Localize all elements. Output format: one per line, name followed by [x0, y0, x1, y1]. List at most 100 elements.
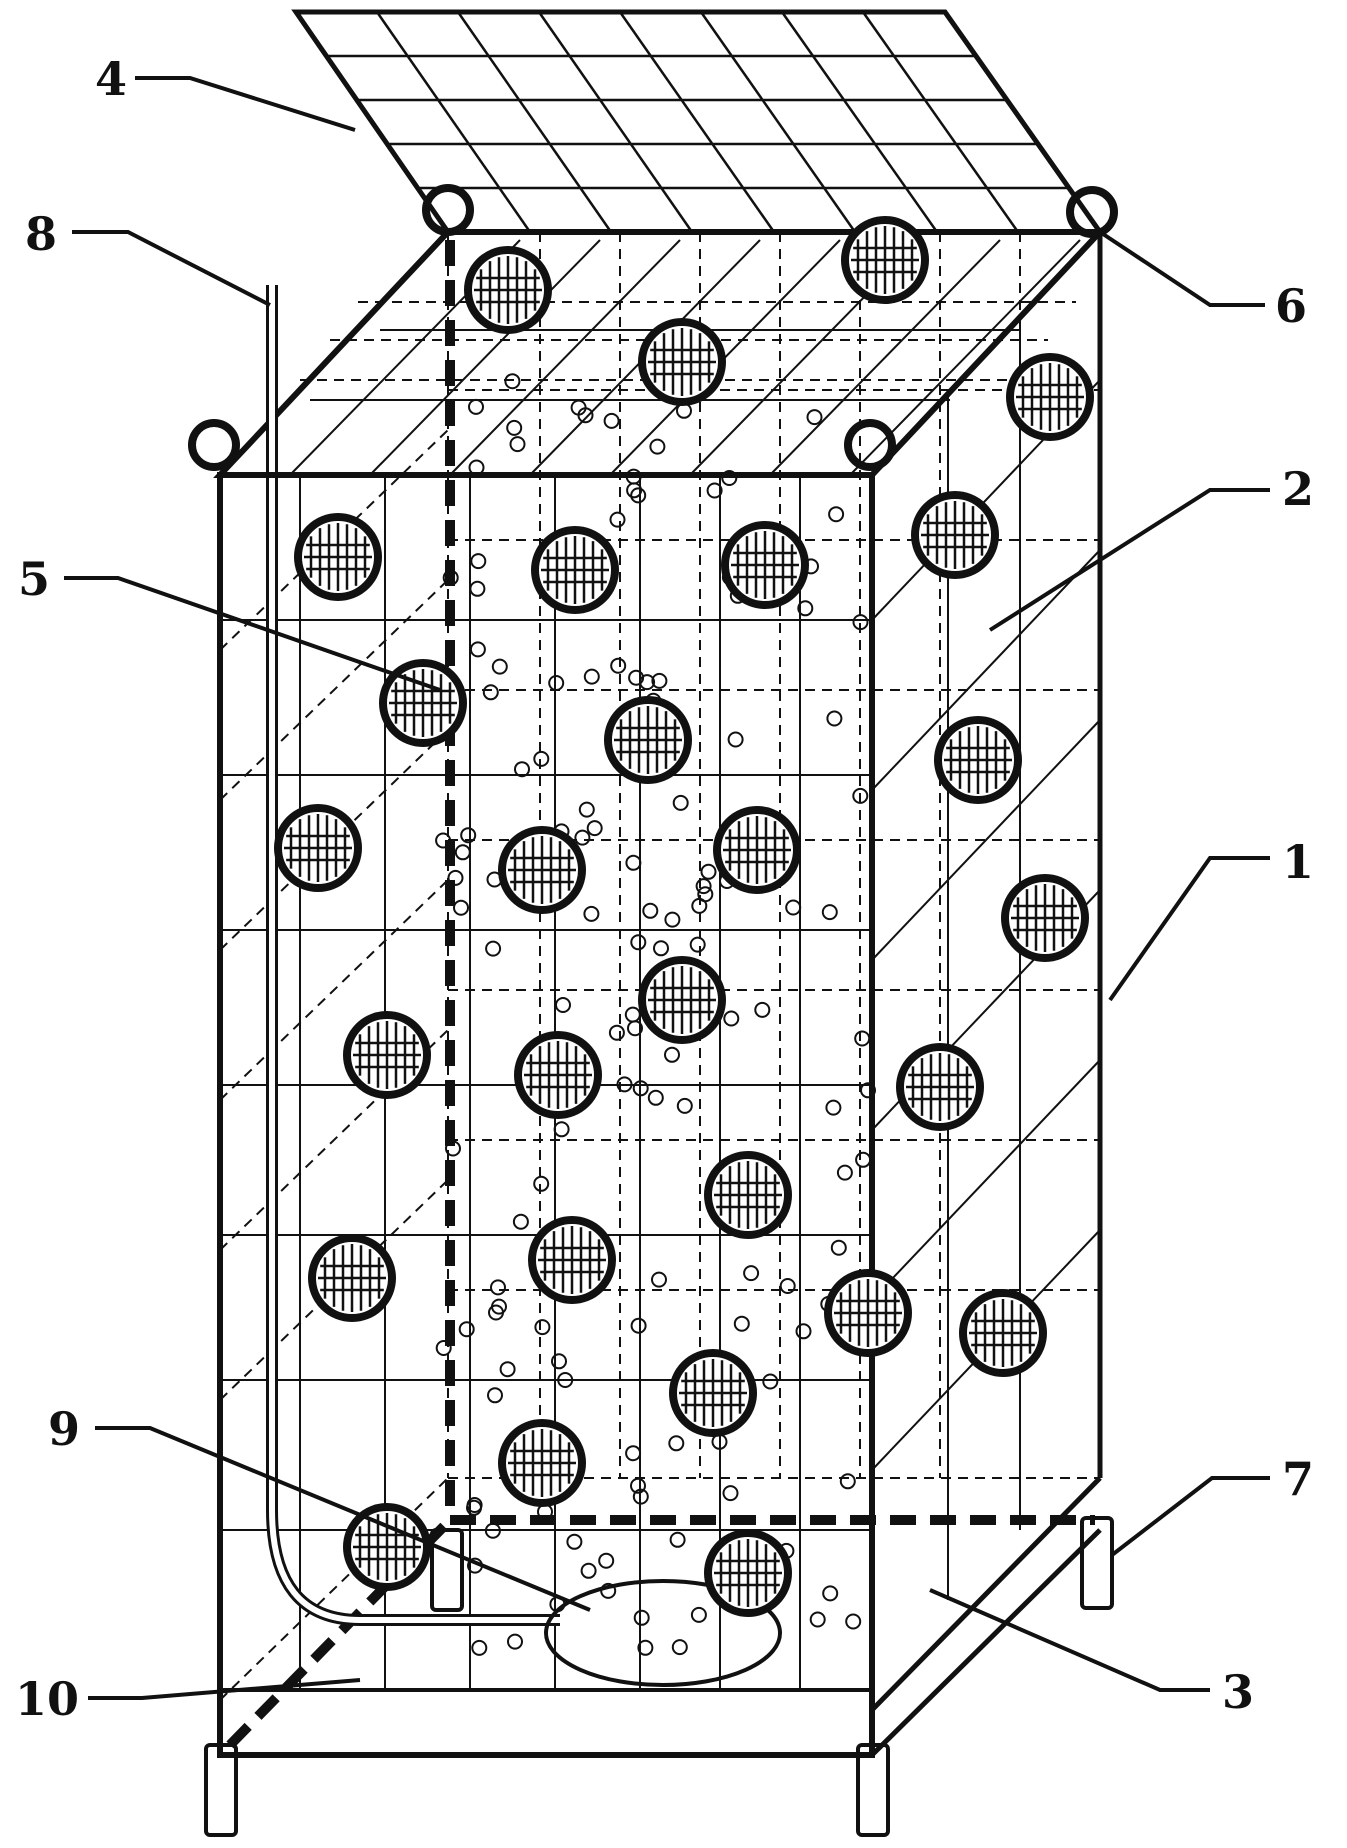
bubble — [487, 1387, 503, 1404]
bubble — [651, 1271, 667, 1288]
bubble — [610, 657, 627, 674]
bubble — [754, 1001, 771, 1018]
bubble — [586, 820, 603, 837]
bubble — [722, 1485, 739, 1502]
bubble — [553, 1121, 570, 1138]
bubble — [445, 1140, 461, 1157]
floating-ball — [638, 318, 726, 406]
bubble — [845, 1613, 862, 1630]
bubble — [672, 794, 689, 811]
bubble — [721, 470, 738, 486]
cage-front-frame — [217, 472, 875, 1758]
bubble — [854, 1030, 871, 1047]
callout-6: 6 — [1275, 279, 1307, 333]
callout-7: 7 — [1282, 1452, 1314, 1506]
floating-ball — [604, 696, 692, 784]
bubble — [664, 1046, 680, 1063]
bubble — [630, 1317, 647, 1334]
bubble — [533, 1175, 550, 1192]
bubble — [453, 899, 469, 916]
bubble — [653, 940, 669, 957]
bubble — [512, 1213, 529, 1230]
bubble — [676, 1097, 693, 1114]
bubble — [695, 878, 712, 895]
bubble — [637, 1639, 654, 1656]
callout-3: 3 — [1222, 1665, 1254, 1719]
lid-grid-panel — [291, 9, 1105, 235]
bubble — [779, 1278, 796, 1294]
floating-ball — [514, 1031, 602, 1119]
bubble — [697, 886, 714, 903]
bubble — [548, 675, 565, 691]
floating-ball — [308, 1234, 396, 1322]
floating-ball — [669, 1349, 757, 1437]
bubble — [727, 731, 744, 748]
bubble — [468, 459, 485, 476]
bubble — [499, 1361, 516, 1378]
floating-ball — [1006, 353, 1094, 441]
bubble — [458, 1321, 475, 1338]
bubble — [598, 1552, 615, 1569]
bubble — [454, 844, 471, 861]
floating-ball — [638, 956, 726, 1044]
floating-ball — [824, 1269, 912, 1357]
bubble — [855, 1151, 872, 1168]
bubble — [507, 1633, 523, 1650]
floating-ball — [528, 1216, 616, 1304]
bubble — [647, 1089, 664, 1106]
floating-ball — [274, 804, 362, 892]
bubble — [626, 482, 643, 499]
floating-ball — [531, 526, 619, 614]
bubble — [668, 1435, 685, 1452]
bubble — [435, 1340, 452, 1356]
bubble — [630, 934, 647, 951]
bubble — [625, 1445, 642, 1462]
bubble — [469, 641, 486, 658]
bubble — [509, 436, 526, 453]
floating-balls — [274, 216, 1094, 1617]
bubble — [490, 1279, 506, 1296]
bubble — [839, 1473, 856, 1490]
bubble — [603, 412, 620, 429]
bubble — [609, 511, 626, 528]
bubble — [600, 1582, 617, 1599]
bubble — [506, 419, 523, 436]
bubble — [860, 1082, 876, 1099]
bubble — [828, 506, 845, 523]
leg-front-right — [856, 1743, 890, 1837]
bubble — [580, 1562, 597, 1579]
callout-10: 10 — [15, 1672, 79, 1726]
bubble — [632, 1080, 649, 1097]
callout-9: 9 — [48, 1402, 80, 1456]
bubble — [649, 438, 666, 455]
bubble — [852, 614, 869, 631]
bubble — [664, 911, 681, 928]
bubble — [466, 1499, 482, 1516]
bubble — [491, 658, 508, 675]
leg-back-left — [430, 1528, 464, 1612]
bubble — [642, 902, 659, 919]
bubble — [442, 569, 459, 586]
bubble — [825, 1099, 842, 1116]
floating-ball — [841, 216, 929, 304]
bubble — [460, 827, 477, 844]
cage-right-face — [870, 232, 1103, 1712]
bubble — [534, 1319, 551, 1336]
feeder-disc — [544, 1579, 782, 1687]
bubble — [852, 787, 869, 804]
bubble — [583, 905, 600, 922]
bubble — [514, 761, 530, 778]
bubble — [435, 832, 452, 849]
bubble — [504, 373, 521, 390]
bubble — [639, 674, 656, 691]
callout-labels: 4 8 6 2 5 1 7 9 3 10 — [15, 52, 1314, 1726]
bubble — [578, 801, 595, 818]
bubble — [471, 1639, 488, 1656]
bubble — [555, 997, 571, 1013]
bubble — [806, 409, 823, 426]
bubble — [574, 829, 591, 846]
callout-8: 8 — [25, 207, 57, 261]
floating-ball — [379, 659, 467, 747]
bubble — [821, 904, 838, 921]
